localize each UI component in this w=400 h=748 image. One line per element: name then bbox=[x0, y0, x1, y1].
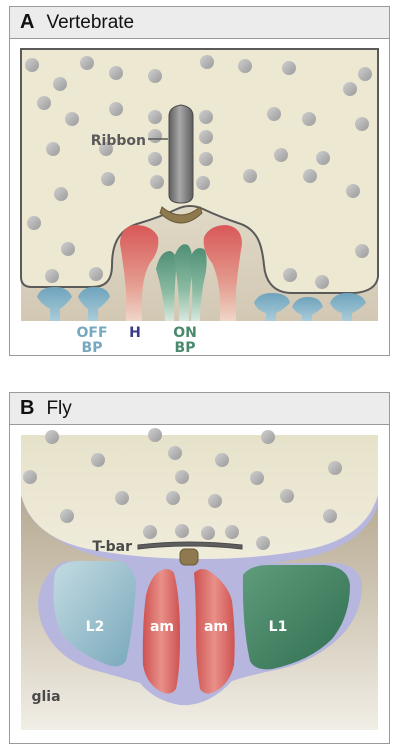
t-bar-label: T-bar bbox=[92, 539, 132, 555]
fly-diagram: T-bar L2 am am L1 glia bbox=[21, 428, 378, 730]
l1-cell bbox=[242, 565, 350, 670]
off-bipolar-contact-2 bbox=[78, 287, 110, 321]
amacrine-label-right: am bbox=[204, 619, 228, 635]
l2-cell bbox=[53, 561, 136, 667]
arciform-density bbox=[159, 206, 203, 224]
synaptic-vesicles bbox=[25, 55, 372, 289]
horizontal-cell-left bbox=[120, 225, 159, 321]
t-bar-pedestal bbox=[179, 548, 199, 566]
off-bipolar-contact-3 bbox=[254, 293, 290, 321]
glia-label: glia bbox=[31, 689, 60, 705]
off-bipolar-contact-5 bbox=[330, 293, 366, 321]
panel-a-header: A Vertebrate bbox=[10, 7, 389, 39]
panel-a: A Vertebrate bbox=[9, 6, 390, 356]
amacrine-label-left: am bbox=[150, 619, 174, 635]
l1-label: L1 bbox=[269, 619, 288, 635]
photoreceptor-terminal bbox=[21, 435, 378, 559]
panel-b-title: Fly bbox=[46, 397, 72, 419]
ribbon-label: Ribbon bbox=[91, 133, 146, 149]
panel-b: B Fly bbox=[9, 392, 390, 744]
on-bp-label-line2: BP bbox=[175, 340, 196, 355]
on-bipolar-dendrite-left bbox=[156, 251, 177, 321]
horizontal-cell-right bbox=[203, 225, 242, 321]
synaptic-ribbon bbox=[168, 104, 194, 204]
t-bar-platform bbox=[137, 541, 243, 550]
panel-b-header: B Fly bbox=[10, 393, 389, 425]
panel-b-letter: B bbox=[20, 397, 35, 419]
panel-a-letter: A bbox=[20, 11, 35, 33]
on-bp-label-line1: ON bbox=[173, 325, 197, 341]
amacrine-cell-right bbox=[194, 569, 235, 694]
l2-label: L2 bbox=[86, 619, 105, 635]
off-bipolar-contact-1 bbox=[37, 287, 72, 321]
off-bp-label-line2: BP bbox=[82, 340, 103, 355]
off-bipolar-contact-4 bbox=[292, 297, 323, 321]
panel-a-title: Vertebrate bbox=[46, 11, 135, 33]
on-bipolar-dendrite-right bbox=[190, 248, 207, 321]
off-bp-label-line1: OFF bbox=[76, 325, 107, 341]
amacrine-cell-left bbox=[142, 569, 180, 694]
h-label: H bbox=[129, 325, 141, 341]
synaptic-vesicles bbox=[23, 428, 342, 550]
vertebrate-diagram: Ribbon OFF BP H ON BP bbox=[20, 48, 379, 355]
on-bipolar-dendrite-mid bbox=[174, 244, 193, 321]
